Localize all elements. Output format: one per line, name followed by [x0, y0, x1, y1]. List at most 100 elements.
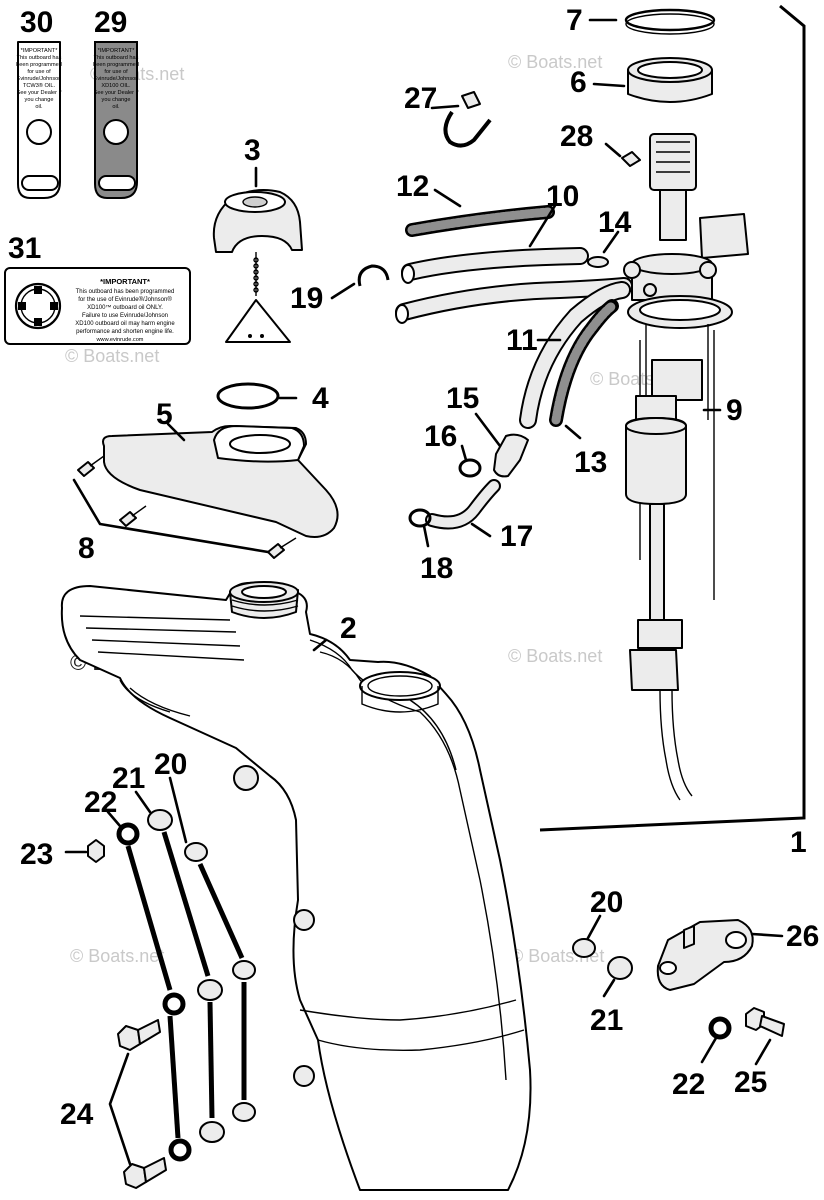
- svg-text:you change: you change: [102, 97, 131, 103]
- decal-30-text: *IMPORTANT* This outboard has been progr…: [16, 48, 62, 110]
- decal-29-text: *IMPORTANT* This outboard has been progr…: [93, 48, 139, 110]
- decal-29: *IMPORTANT* This outboard has been progr…: [93, 41, 139, 199]
- svg-text:for use of: for use of: [27, 69, 51, 75]
- oil-tank-part-2: [60, 581, 532, 1191]
- sleeve-part-12: [405, 205, 555, 237]
- svg-text:for use of: for use of: [104, 69, 128, 75]
- callout-31: 31: [8, 232, 41, 265]
- callout-14: 14: [598, 206, 632, 239]
- callout-30: 30: [20, 6, 53, 39]
- callout-17: 17: [500, 520, 533, 553]
- svg-text:oil.: oil.: [35, 104, 43, 110]
- svg-text:XD100™ outboard oil ONLY.: XD100™ outboard oil ONLY.: [87, 304, 163, 311]
- callout-22-left: 22: [84, 786, 117, 819]
- callout-5: 5: [156, 398, 173, 431]
- svg-text:See your Dealer if: See your Dealer if: [17, 90, 62, 96]
- callout-9: 9: [726, 394, 743, 427]
- callout-12: 12: [396, 170, 429, 203]
- decal-31: *IMPORTANT* This outboard has been progr…: [4, 267, 191, 345]
- svg-text:This outboard has: This outboard has: [17, 55, 62, 61]
- watermark: © Boats.net: [508, 646, 602, 666]
- callout-15: 15: [446, 382, 479, 415]
- callout-4: 4: [312, 382, 329, 415]
- callout-24: 24: [60, 1098, 94, 1131]
- filler-cap-part-3: [212, 189, 303, 343]
- clamp-ring-part-7: [624, 8, 716, 35]
- svg-text:Failure to use Evinrude/Johnso: Failure to use Evinrude/Johnson: [82, 313, 168, 319]
- callout-8: 8: [78, 532, 95, 565]
- svg-text:XD100 OIL.: XD100 OIL.: [101, 83, 131, 89]
- group-bracket-part-1: [539, 4, 806, 832]
- part-callouts: 30 29 31 7 6 27 28 3 12 10 14 19 11 4 5 …: [8, 4, 819, 1131]
- callout-19: 19: [290, 282, 323, 315]
- bushing-part-21-right: [607, 956, 633, 980]
- hose-part-11: [519, 281, 631, 429]
- callout-11: 11: [506, 324, 538, 357]
- clamp-part-27: [443, 91, 492, 148]
- callout-20-left: 20: [154, 748, 187, 781]
- leader-lines: [64, 18, 784, 1166]
- grommet-part-20-right: [572, 938, 596, 958]
- svg-text:for the use of Evinrude®/Johns: for the use of Evinrude®/Johnson®: [78, 296, 172, 303]
- svg-text:This outboard has: This outboard has: [94, 55, 139, 61]
- washer-part-22-right: [708, 1016, 732, 1040]
- svg-text:www.evinrude.com: www.evinrude.com: [96, 337, 144, 343]
- svg-text:Evinrude/Johnson: Evinrude/Johnson: [94, 76, 139, 82]
- callout-21-left: 21: [112, 762, 145, 795]
- callout-16: 16: [424, 420, 457, 453]
- callout-13: 13: [574, 446, 607, 479]
- callout-2: 2: [340, 612, 357, 645]
- decal-31-title: *IMPORTANT*: [100, 277, 150, 286]
- callout-10: 10: [546, 180, 579, 213]
- callout-7: 7: [566, 4, 583, 37]
- callout-27: 27: [404, 82, 437, 115]
- fitting-part-15: [493, 433, 529, 478]
- svg-text:XD100 outboard oil may harm en: XD100 outboard oil may harm engine: [75, 321, 175, 327]
- svg-text:been programmed: been programmed: [93, 62, 139, 68]
- svg-text:*IMPORTANT*: *IMPORTANT*: [98, 48, 136, 54]
- clip-part-19: [357, 264, 390, 287]
- mounting-plate-part-5: [102, 425, 339, 538]
- callout-20-right: 20: [590, 886, 623, 919]
- screws-part-8: [77, 455, 297, 559]
- decal-30: *IMPORTANT* This outboard has been progr…: [16, 41, 62, 199]
- clamp-part-18: [408, 508, 432, 528]
- callout-6: 6: [570, 66, 587, 99]
- bolt-part-24: [117, 1019, 167, 1189]
- watermark: © Boats.net: [508, 52, 602, 72]
- nut-part-23: [87, 839, 105, 863]
- grommet-part-20-left: [184, 842, 256, 1122]
- washer-part-22-left: [116, 822, 192, 1162]
- callout-26: 26: [786, 920, 819, 953]
- fitting-part-14: [587, 256, 609, 268]
- svg-text:you change: you change: [25, 97, 54, 103]
- svg-text:See your Dealer if: See your Dealer if: [94, 90, 139, 96]
- callout-3: 3: [244, 134, 261, 167]
- bushing-part-21-left: [147, 809, 225, 1143]
- callout-25: 25: [734, 1066, 767, 1099]
- svg-text:oil.: oil.: [112, 104, 120, 110]
- callout-29: 29: [94, 6, 127, 39]
- callout-23: 23: [20, 838, 53, 871]
- callout-22-right: 22: [672, 1068, 705, 1101]
- retainer-part-28: [621, 151, 641, 167]
- seal-part-6: [627, 57, 713, 103]
- callout-28: 28: [560, 120, 593, 153]
- assembly-lines-left: [125, 831, 247, 1139]
- svg-text:Evinrude/Johnson: Evinrude/Johnson: [17, 76, 62, 82]
- callout-21-right: 21: [590, 1004, 623, 1037]
- bracket-part-26: [656, 919, 754, 991]
- callout-18: 18: [420, 552, 453, 585]
- svg-text:been programmed: been programmed: [16, 62, 62, 68]
- svg-text:This outboard has been program: This outboard has been programmed: [76, 289, 175, 295]
- pump-assembly-part-9: [623, 133, 749, 801]
- watermark: © Boats.net: [65, 346, 159, 366]
- callout-1: 1: [790, 826, 807, 859]
- sleeve-part-13: [549, 299, 619, 427]
- o-ring-part-4: [216, 382, 280, 410]
- clamp-part-16: [458, 458, 482, 478]
- watermark: © Boats.net: [70, 946, 164, 966]
- svg-text:TCW3® OIL.: TCW3® OIL.: [23, 82, 56, 89]
- svg-text:performance and shorten engine: performance and shorten engine life.: [76, 329, 174, 335]
